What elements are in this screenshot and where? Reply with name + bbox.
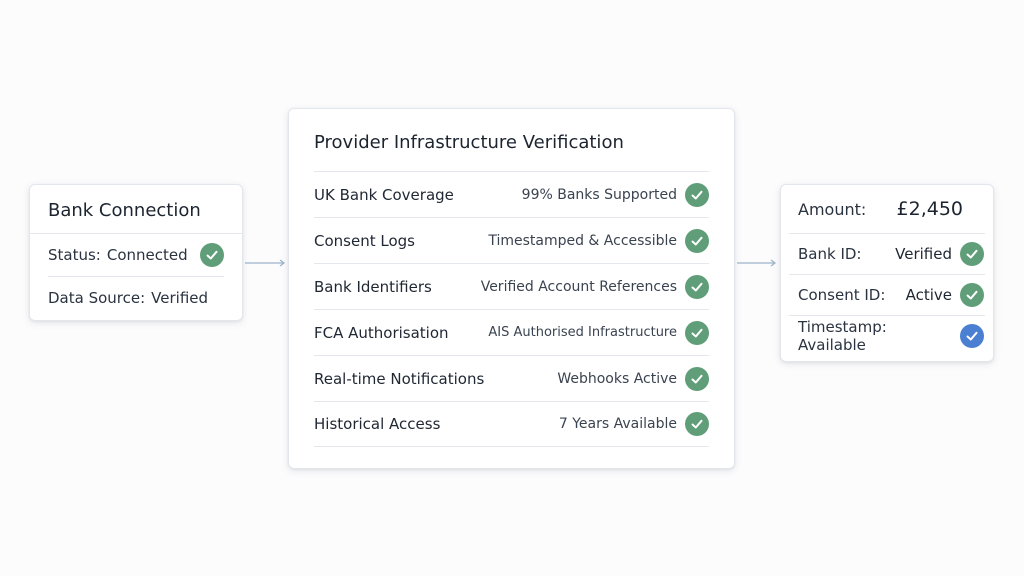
provider-verification-card: Provider Infrastructure Verification UK … bbox=[288, 108, 735, 469]
verification-row: FCA Authorisation AIS Authorised Infrast… bbox=[314, 309, 709, 355]
row-value: Active bbox=[905, 286, 952, 304]
row-value: Webhooks Active bbox=[557, 370, 677, 387]
check-circle-icon bbox=[685, 274, 709, 299]
data-source-label: Data Source: bbox=[48, 289, 146, 307]
check-circle-icon bbox=[685, 366, 709, 391]
check-circle-icon bbox=[960, 242, 984, 266]
row-value: Timestamped & Accessible bbox=[488, 232, 677, 249]
row-label: Bank ID: bbox=[798, 245, 862, 263]
amount-value: £2,450 bbox=[896, 198, 963, 220]
check-circle-icon bbox=[685, 412, 709, 436]
amount-label: Amount: bbox=[798, 199, 867, 219]
row-label: Bank Identifiers bbox=[314, 277, 432, 296]
check-circle-icon bbox=[960, 324, 984, 348]
row-label: Timestamp: Available bbox=[798, 318, 887, 354]
check-circle-icon bbox=[685, 228, 709, 253]
verification-row: Consent Logs Timestamped & Accessible bbox=[314, 217, 709, 263]
check-circle-icon bbox=[685, 320, 709, 345]
check-circle-icon bbox=[685, 182, 709, 207]
row-label: Real-time Notifications bbox=[314, 369, 485, 388]
summary-row: Bank ID: Verified bbox=[789, 233, 985, 274]
divider bbox=[30, 233, 242, 234]
row-value: Verified bbox=[895, 245, 952, 263]
status-value: Connected bbox=[106, 246, 188, 264]
row-label: Historical Access bbox=[314, 415, 441, 433]
data-source-value: Verified bbox=[151, 289, 209, 307]
summary-rows: Bank ID: Verified Consent ID: Active Tim… bbox=[789, 233, 985, 356]
arrow-right-icon bbox=[737, 259, 776, 267]
payment-summary-card: Amount: £2,450 Bank ID: Verified Consent… bbox=[780, 184, 994, 362]
row-label: UK Bank Coverage bbox=[314, 185, 454, 204]
row-label: Consent ID: bbox=[798, 286, 886, 304]
bank-connection-title: Bank Connection bbox=[48, 200, 201, 221]
row-value: Verified Account References bbox=[480, 278, 677, 295]
verification-row: Real-time Notifications Webhooks Active bbox=[314, 355, 709, 401]
summary-row: Timestamp: Available bbox=[789, 315, 985, 356]
arrow-right-icon bbox=[245, 259, 285, 267]
verification-list: UK Bank Coverage 99% Banks Supported Con… bbox=[314, 171, 709, 447]
row-value: 7 Years Available bbox=[558, 416, 677, 432]
bank-connection-card: Bank Connection Status: Connected Data S… bbox=[29, 184, 243, 321]
status-label: Status: bbox=[48, 246, 101, 264]
verification-row: Bank Identifiers Verified Account Refere… bbox=[314, 263, 709, 309]
verification-row: UK Bank Coverage 99% Banks Supported bbox=[314, 171, 709, 217]
data-source-row: Data Source: Verified bbox=[30, 277, 242, 319]
status-row: Status: Connected bbox=[30, 234, 242, 276]
check-circle-icon bbox=[200, 243, 224, 267]
row-value: AIS Authorised Infrastructure bbox=[488, 325, 677, 340]
divider bbox=[48, 276, 224, 277]
summary-row: Consent ID: Active bbox=[789, 274, 985, 315]
row-label: Consent Logs bbox=[314, 231, 415, 250]
verification-row: Historical Access 7 Years Available bbox=[314, 401, 709, 447]
provider-title: Provider Infrastructure Verification bbox=[314, 132, 624, 153]
amount-row: Amount: £2,450 bbox=[781, 185, 993, 233]
row-label: FCA Authorisation bbox=[314, 323, 449, 342]
row-value: 99% Banks Supported bbox=[521, 186, 677, 203]
check-circle-icon bbox=[960, 283, 984, 307]
